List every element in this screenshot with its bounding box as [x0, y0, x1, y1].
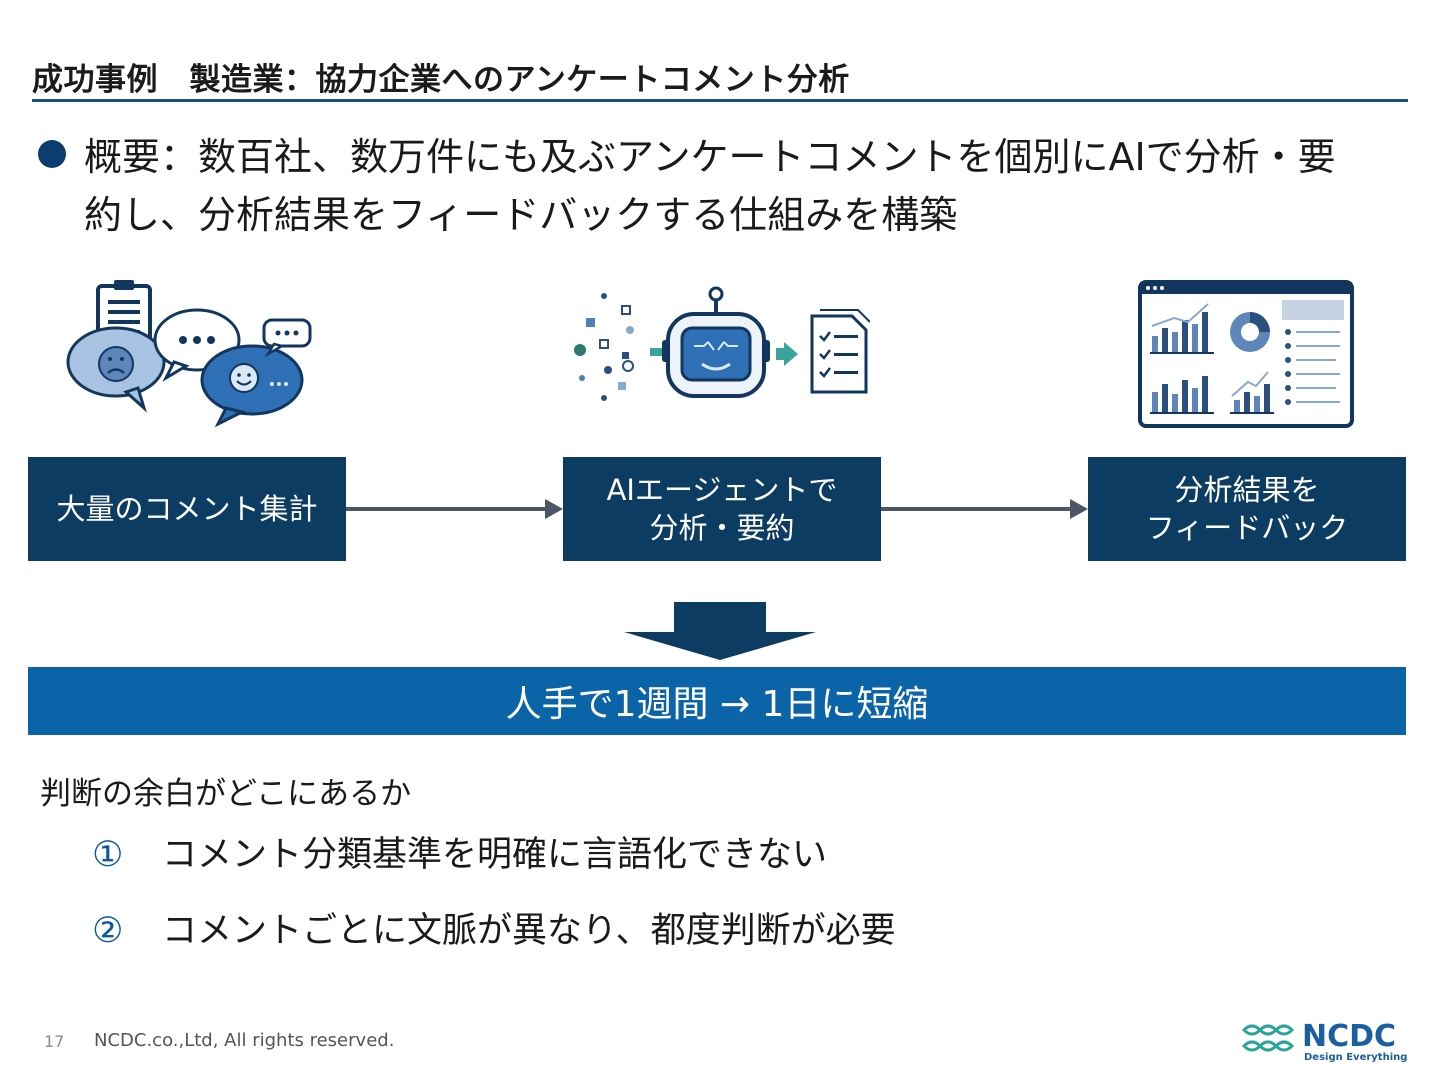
flow-step-ai-label-2: 分析・要約 — [649, 511, 795, 545]
judgement-point-2: ② コメントごとに文脈が異なり、都度判断が必要 — [92, 902, 896, 953]
ncdc-logo: NCDC Design Everything — [1238, 1016, 1414, 1070]
logo-wordmark: NCDC — [1302, 1019, 1396, 1054]
survey-chat-icon — [66, 280, 316, 430]
flow-arrow-2 — [881, 507, 1071, 511]
flow-step-collect-label: 大量のコメント集計 — [56, 492, 318, 526]
flow-step-feedback-label-2: フィードバック — [1145, 511, 1349, 545]
ai-robot-icon — [570, 284, 871, 414]
down-arrow-icon — [624, 602, 816, 664]
flow-step-ai-label-1: AIエージェントで — [606, 473, 838, 507]
flow-arrow-2-head — [1070, 499, 1088, 519]
flow-arrow-1-head — [545, 499, 563, 519]
summary-line-1: 概要：数百社、数万件にも及ぶアンケートコメントを個別にAIで分析・要 — [84, 135, 1336, 179]
flow-arrow-1 — [346, 507, 546, 511]
result-banner: 人手で1週間 → 1日に短縮 — [28, 667, 1406, 735]
summary-text: 概要：数百社、数万件にも及ぶアンケートコメントを個別にAIで分析・要 約し、分析… — [84, 128, 1404, 244]
bullet-dot — [38, 140, 66, 168]
summary-line-2: 約し、分析結果をフィードバックする仕組みを構築 — [84, 193, 958, 237]
flow-step-collect: 大量のコメント集計 — [28, 457, 346, 561]
page-number: 17 — [44, 1032, 65, 1051]
point-text-1: コメント分類基準を明確に言語化できない — [162, 835, 828, 875]
flow-step-ai-analysis: AIエージェントで 分析・要約 — [563, 457, 881, 561]
dashboard-icon — [1138, 280, 1356, 430]
point-number-1: ① — [92, 835, 124, 875]
slide-title: 成功事例 製造業：協力企業へのアンケートコメント分析 — [32, 62, 850, 98]
point-number-2: ② — [92, 911, 124, 951]
result-text: 人手で1週間 → 1日に短縮 — [505, 684, 929, 725]
logo-tagline: Design Everything — [1304, 1052, 1407, 1063]
point-text-2: コメントごとに文脈が異なり、都度判断が必要 — [162, 911, 896, 951]
judgement-heading: 判断の余白がどこにあるか — [40, 776, 412, 812]
copyright-text: NCDC.co.,Ltd, All rights reserved. — [94, 1030, 395, 1051]
flow-step-feedback-label-1: 分析結果を — [1174, 473, 1320, 507]
title-divider — [32, 99, 1408, 102]
judgement-point-1: ① コメント分類基準を明確に言語化できない — [92, 826, 827, 877]
flow-step-feedback: 分析結果を フィードバック — [1088, 457, 1406, 561]
